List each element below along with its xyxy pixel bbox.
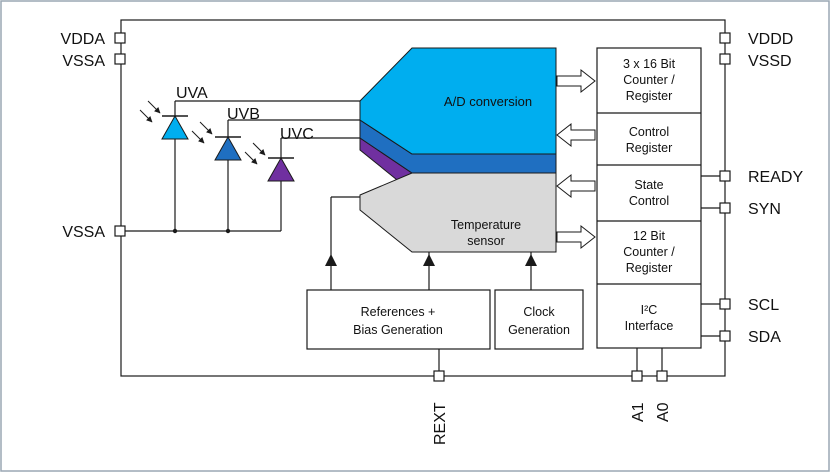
pin-sda (719, 330, 731, 342)
register-4-line3: Register (626, 261, 673, 275)
pin-label-a0: A0 (655, 402, 672, 422)
clock-block (494, 289, 584, 350)
adc-block (359, 47, 557, 155)
pin-rext (433, 370, 445, 382)
temperature-sensor-block (359, 172, 557, 253)
references-label-line1: References + (361, 305, 436, 319)
register-5-line2: Interface (625, 319, 674, 333)
register-pin-wires (636, 175, 720, 371)
pin-vssa-top (114, 53, 126, 65)
pin-label-syn: SYN (748, 201, 781, 218)
adc-label: A/D conversion (444, 94, 532, 109)
pin-label-vdda: VDDA (61, 31, 106, 48)
pin-label-vssd: VSSD (748, 53, 792, 70)
register-stack: 3 x 16 Bit Counter / Register Control Re… (596, 47, 702, 349)
photodiode-uvb: UVB (191, 106, 260, 161)
pin-ready (719, 170, 731, 182)
pin-label-rext: REXT (432, 402, 449, 445)
pin-vdda (114, 32, 126, 44)
pin-a0 (656, 370, 668, 382)
register-2-line2: Register (626, 141, 673, 155)
references-block (306, 289, 491, 350)
register-3-line1: State (634, 178, 663, 192)
register-1-line1: 3 x 16 Bit (623, 57, 676, 71)
pin-label-vssa-top: VSSA (62, 53, 105, 70)
arrow-adc-to-register (556, 68, 596, 94)
clock-label-line2: Generation (508, 323, 570, 337)
photodiode-uvc: UVC (244, 126, 314, 182)
clock-label-line1: Clock (523, 305, 555, 319)
pin-a1 (631, 370, 643, 382)
register-5-line1: I²C (641, 303, 658, 317)
register-2-line1: Control (629, 125, 669, 139)
arrow-control-to-adc (556, 122, 596, 148)
pin-syn (719, 202, 731, 214)
register-1-line3: Register (626, 89, 673, 103)
register-1-line2: Counter / (623, 73, 675, 87)
uva-label: UVA (176, 85, 208, 102)
temperature-label-line2: sensor (467, 234, 505, 248)
pin-label-ready: READY (748, 169, 803, 186)
data-arrows (556, 68, 596, 250)
register-4-line1: 12 Bit (633, 229, 665, 243)
temperature-label-line1: Temperature (451, 218, 521, 232)
pin-vddd (719, 32, 731, 44)
references-label-line2: Bias Generation (353, 323, 443, 337)
uvb-label: UVB (227, 106, 260, 123)
pin-label-sda: SDA (748, 329, 781, 346)
arrow-state-to-adc (556, 173, 596, 199)
register-4-line2: Counter / (623, 245, 675, 259)
pin-label-a1: A1 (630, 402, 647, 422)
reference-wires (325, 196, 537, 371)
pin-vssa (114, 225, 126, 237)
register-3-line2: Control (629, 194, 669, 208)
pin-vssd (719, 53, 731, 65)
pin-label-vddd: VDDD (748, 31, 793, 48)
pin-label-vssa: VSSA (62, 224, 105, 241)
arrow-temp-to-register (556, 224, 596, 250)
pin-scl (719, 298, 731, 310)
photodiode-uva: UVA (139, 85, 208, 140)
pin-label-scl: SCL (748, 297, 779, 314)
uvc-label: UVC (280, 126, 314, 143)
